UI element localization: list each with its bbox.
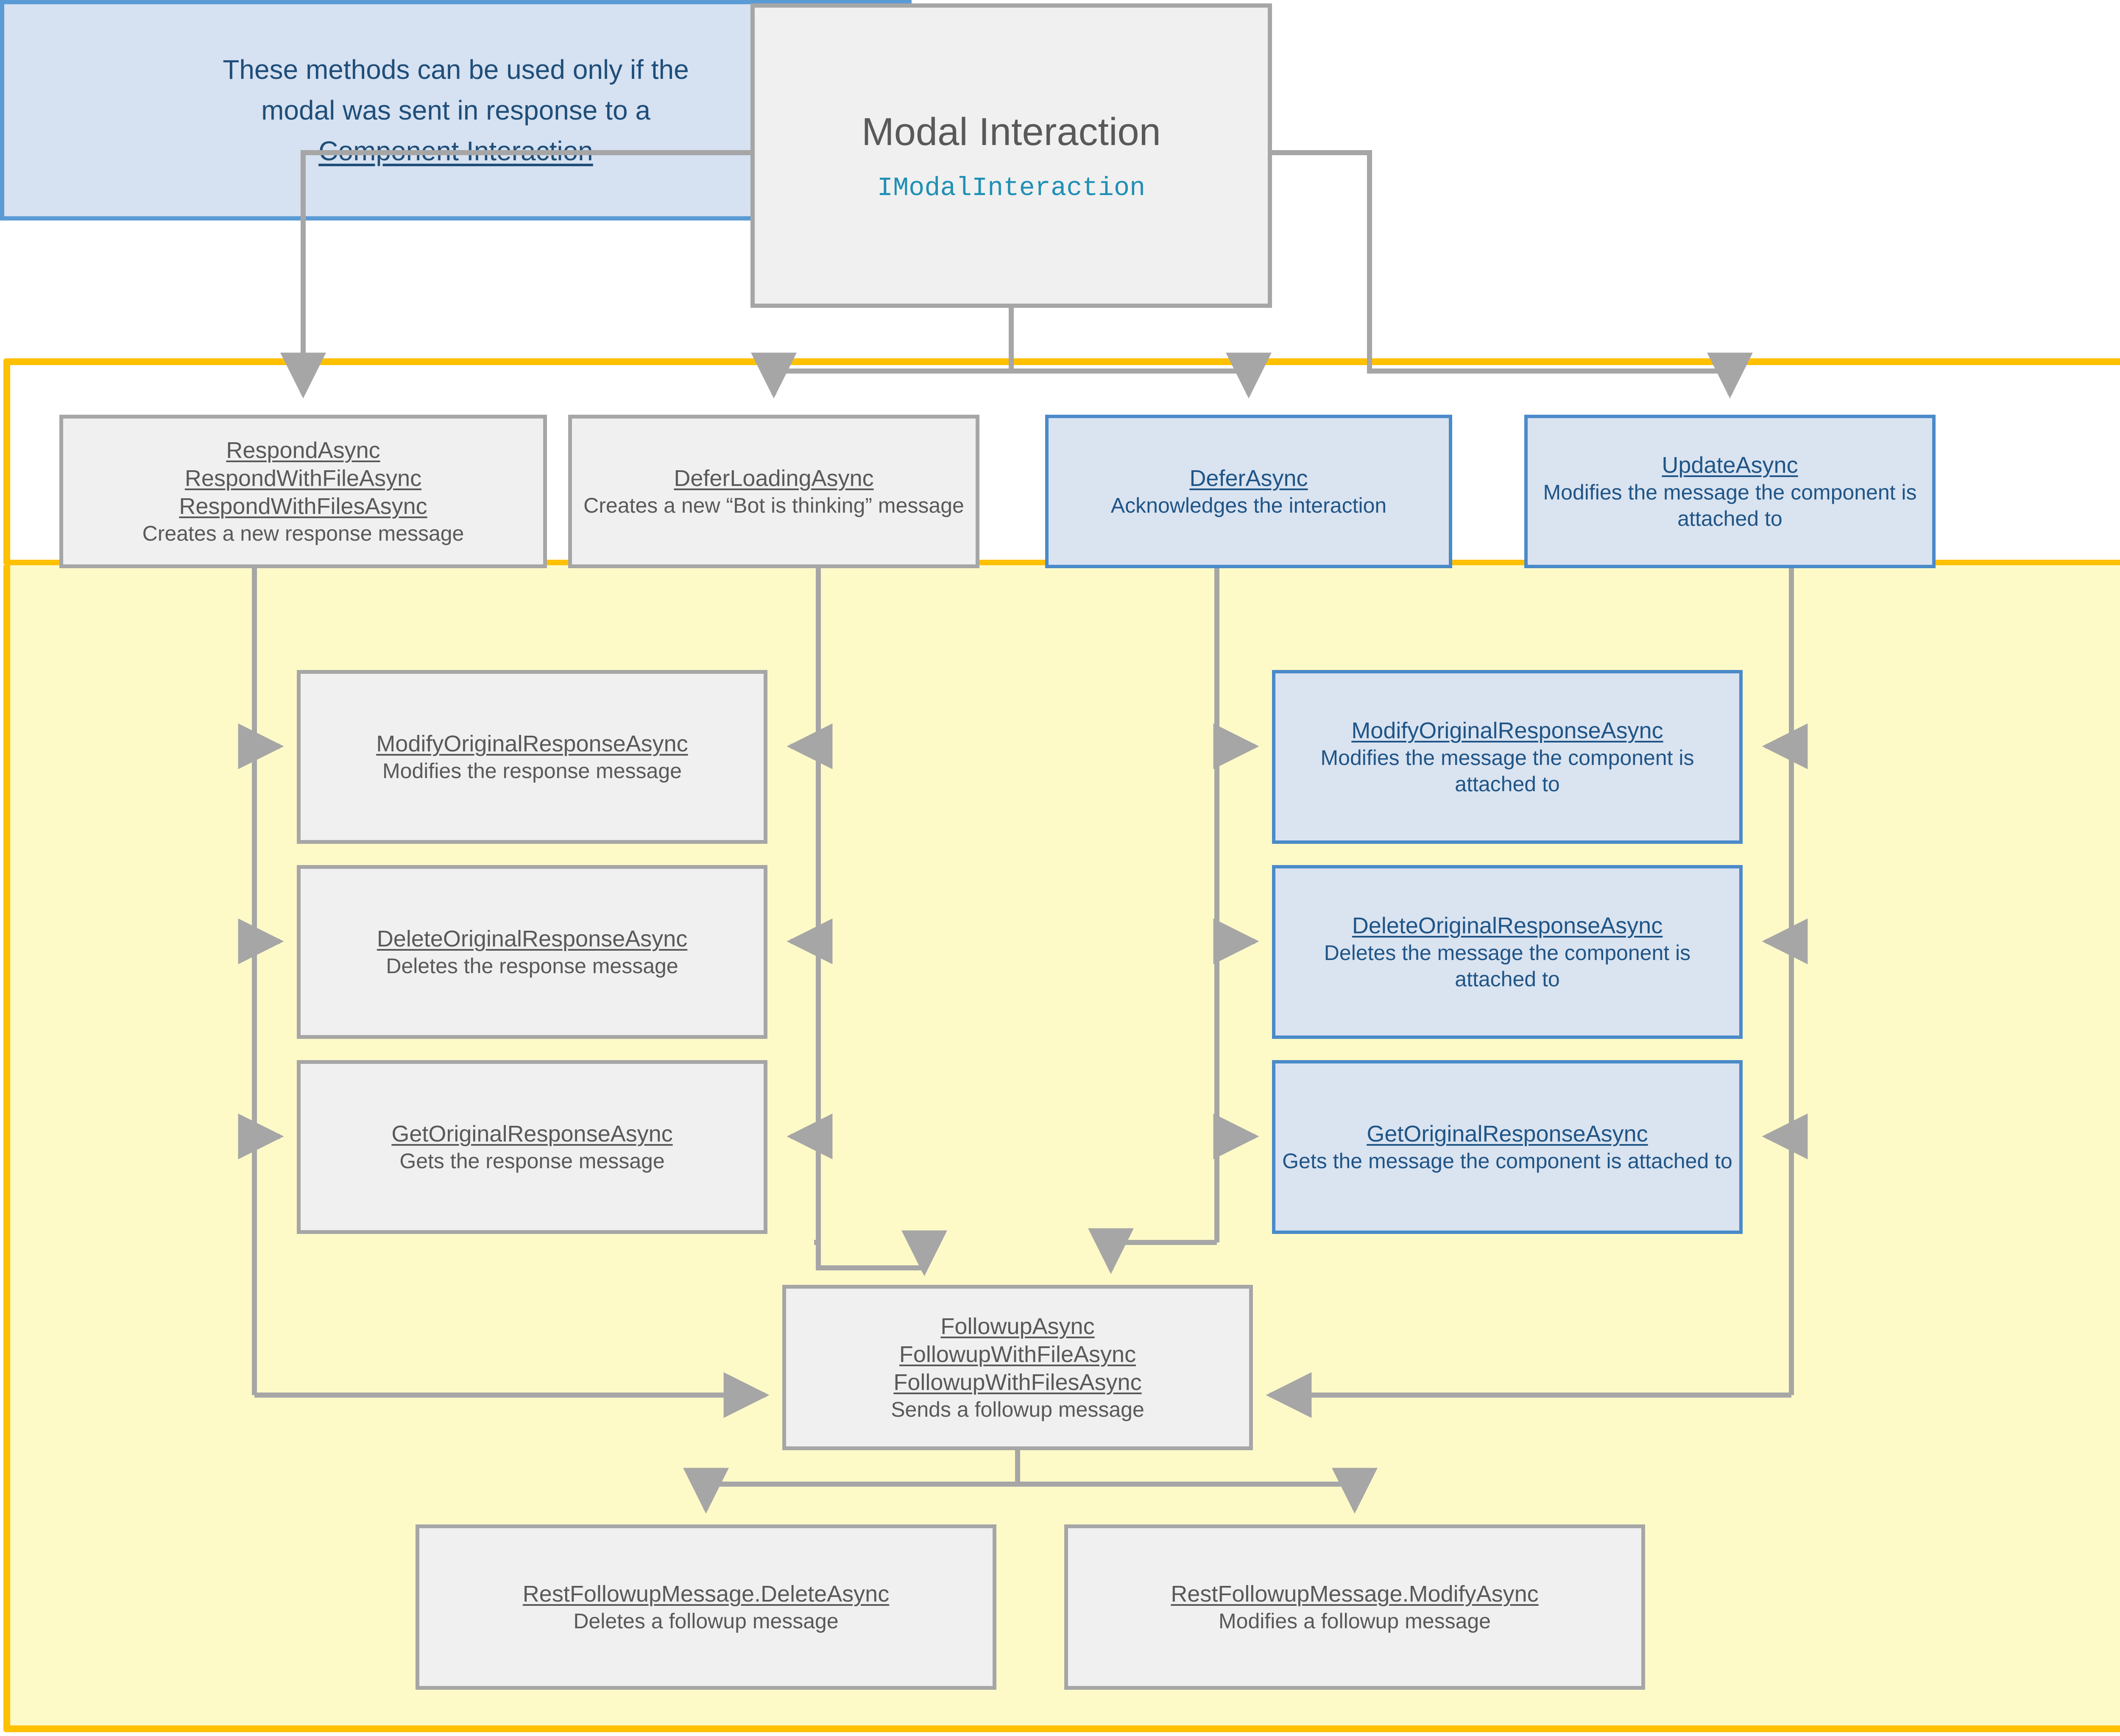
node-respond-async[interactable]: RespondAsync RespondWithFileAsync Respon… bbox=[59, 415, 547, 568]
node-modal-interaction[interactable]: Modal Interaction IModalInteraction bbox=[750, 3, 1272, 308]
method-description: Creates a new “Bot is thinking” message bbox=[583, 494, 964, 517]
method-name[interactable]: RestFollowupMessage.ModifyAsync bbox=[1171, 1581, 1539, 1607]
legend-followup: Followup methods Can be used in 15 minut… bbox=[1857, 670, 2120, 817]
method-description: Modifies a followup message bbox=[1219, 1609, 1491, 1633]
node-defer-async[interactable]: DeferAsync Acknowledges the interaction bbox=[1045, 415, 1452, 568]
legend-initial-response: Initial Response methods Has to be execu… bbox=[1857, 377, 2120, 500]
method-name[interactable]: RestFollowupMessage.DeleteAsync bbox=[522, 1581, 890, 1607]
node-modify-original-response-async-gray[interactable]: ModifyOriginalResponseAsync Modifies the… bbox=[297, 670, 767, 844]
node-update-async[interactable]: UpdateAsync Modifies the message the com… bbox=[1524, 415, 1936, 568]
method-description: Deletes the message the component is att… bbox=[1324, 941, 1691, 991]
method-description: Modifies the message the component is at… bbox=[1543, 480, 1917, 530]
node-get-original-response-async-gray[interactable]: GetOriginalResponseAsync Gets the respon… bbox=[297, 1060, 767, 1234]
node-rest-followup-delete-async[interactable]: RestFollowupMessage.DeleteAsync Deletes … bbox=[416, 1524, 996, 1690]
method-description: Gets the response message bbox=[399, 1149, 665, 1173]
method-description: Creates a new response message bbox=[142, 522, 464, 545]
callout-line-1: These methods can be used only if the bbox=[223, 54, 689, 85]
legend-gold-line: Has to be executed in 3 seconds bbox=[1857, 410, 2120, 438]
legend-gold-line: after sending an initial response bbox=[1857, 731, 2120, 760]
legend-title: Followup methods bbox=[1857, 670, 2120, 703]
method-name[interactable]: GetOriginalResponseAsync bbox=[391, 1121, 673, 1147]
root-type-name: IModalInteraction bbox=[877, 173, 1146, 203]
node-delete-original-response-async-gray[interactable]: DeleteOriginalResponseAsync Deletes the … bbox=[297, 865, 767, 1039]
method-name[interactable]: DeferLoadingAsync bbox=[674, 466, 874, 491]
method-name[interactable]: FollowupWithFileAsync bbox=[899, 1342, 1136, 1367]
node-rest-followup-modify-async[interactable]: RestFollowupMessage.ModifyAsync Modifies… bbox=[1064, 1524, 1645, 1690]
method-description: Modifies the response message bbox=[382, 759, 682, 783]
legend-gray-line: interaction token’s lifetime bbox=[1857, 788, 2120, 817]
method-name[interactable]: RespondWithFilesAsync bbox=[179, 494, 427, 519]
legend-gray-line: Can be used only ones per interaction bbox=[1857, 466, 2120, 500]
node-get-original-response-async-blue[interactable]: GetOriginalResponseAsync Gets the messag… bbox=[1272, 1060, 1743, 1234]
node-defer-loading-async[interactable]: DeferLoadingAsync Creates a new “Bot is … bbox=[568, 415, 979, 568]
node-delete-original-response-async-blue[interactable]: DeleteOriginalResponseAsync Deletes the … bbox=[1272, 865, 1743, 1039]
method-description: Acknowledges the interaction bbox=[1110, 494, 1387, 517]
method-name[interactable]: ModifyOriginalResponseAsync bbox=[1351, 718, 1663, 743]
callout-line-2: modal was sent in response to a bbox=[261, 95, 650, 126]
callout-link-component-interaction[interactable]: Component Interaction bbox=[318, 136, 593, 166]
method-description: Gets the message the component is attach… bbox=[1282, 1149, 1732, 1173]
node-followup-async[interactable]: FollowupAsync FollowupWithFileAsync Foll… bbox=[782, 1285, 1253, 1450]
method-name[interactable]: DeferAsync bbox=[1189, 466, 1308, 491]
legend-gold-line: Can be used in 15 minutes bbox=[1857, 703, 2120, 731]
method-description: Sends a followup message bbox=[891, 1398, 1144, 1421]
method-name[interactable]: RespondAsync bbox=[226, 438, 380, 463]
root-title: Modal Interaction bbox=[862, 110, 1161, 154]
method-name[interactable]: FollowupWithFilesAsync bbox=[893, 1370, 1142, 1395]
method-description: Deletes the response message bbox=[386, 954, 678, 978]
method-name[interactable]: RespondWithFileAsync bbox=[184, 466, 422, 491]
legend-gray-line: Can be used multiple times during bbox=[1857, 760, 2120, 788]
method-name[interactable]: DeleteOriginalResponseAsync bbox=[377, 926, 688, 952]
method-description: Deletes a followup message bbox=[573, 1609, 839, 1633]
legend-title: Initial Response methods bbox=[1857, 377, 2120, 410]
node-modify-original-response-async-blue[interactable]: ModifyOriginalResponseAsync Modifies the… bbox=[1272, 670, 1743, 844]
method-name[interactable]: GetOriginalResponseAsync bbox=[1367, 1121, 1648, 1147]
method-name[interactable]: FollowupAsync bbox=[940, 1314, 1095, 1339]
method-name[interactable]: UpdateAsync bbox=[1662, 452, 1798, 478]
method-name[interactable]: ModifyOriginalResponseAsync bbox=[376, 731, 688, 756]
method-description: Modifies the message the component is at… bbox=[1320, 746, 1694, 796]
legend-gold-line: after receiving the interaction bbox=[1857, 438, 2120, 466]
method-name[interactable]: DeleteOriginalResponseAsync bbox=[1352, 913, 1663, 938]
